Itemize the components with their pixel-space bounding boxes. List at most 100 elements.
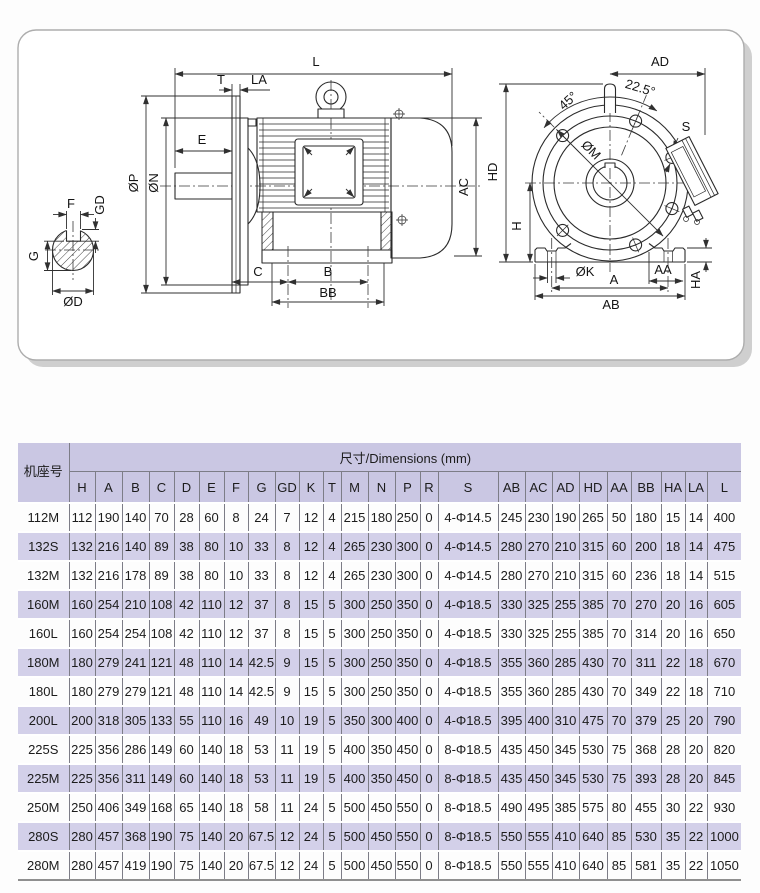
dim-label-AC: AC: [456, 178, 471, 196]
table-cell-AA: 80: [606, 792, 631, 822]
table-cell-BB: 530: [630, 821, 661, 851]
table-cell-AC: 555: [524, 850, 552, 880]
column-header-T: T: [322, 471, 341, 504]
table-cell-GD: 8: [274, 589, 299, 619]
table-cell-T: 4: [322, 531, 341, 561]
frame-number-cell: 200L: [18, 705, 69, 735]
table-cell-AD: 410: [551, 821, 579, 851]
table-cell-A: 190: [94, 502, 122, 532]
table-cell-A: 406: [94, 792, 122, 822]
table-cell-L: 790: [706, 705, 742, 735]
table-cell-HD: 265: [578, 502, 607, 532]
table-cell-E: 80: [198, 531, 224, 561]
frame-number-cell: 180M: [18, 647, 69, 677]
table-cell-HA: 20: [660, 618, 685, 648]
table-cell-HD: 385: [578, 589, 607, 619]
table-cell-K: 12: [298, 560, 323, 590]
table-cell-G: 53: [247, 763, 275, 793]
table-cell-G: 42.5: [247, 647, 275, 677]
table-cell-S: 4-Φ18.5: [437, 618, 498, 648]
table-cell-R: 0: [419, 676, 438, 706]
table-cell-M: 500: [340, 821, 368, 851]
table-cell-LA: 22: [684, 821, 707, 851]
table-cell-F: 12: [223, 618, 248, 648]
table-cell-B: 254: [121, 618, 149, 648]
table-cell-LA: 22: [684, 850, 707, 880]
table-cell-S: 8-Φ18.5: [437, 792, 498, 822]
table-cell-K: 12: [298, 531, 323, 561]
dim-label-LA: LA: [251, 72, 267, 87]
table-cell-C: 168: [148, 792, 174, 822]
table-cell-B: 178: [121, 560, 149, 590]
table-cell-C: 70: [148, 502, 174, 532]
table-cell-M: 215: [340, 502, 368, 532]
column-header-M: M: [340, 471, 368, 504]
table-cell-F: 20: [223, 850, 248, 880]
dim-label-B: B: [324, 264, 333, 279]
table-cell-P: 450: [394, 734, 420, 764]
table-cell-R: 0: [419, 763, 438, 793]
table-cell-D: 65: [173, 792, 199, 822]
table-cell-E: 140: [198, 792, 224, 822]
frame-number-cell: 280S: [18, 821, 69, 851]
table-cell-D: 75: [173, 850, 199, 880]
column-header-A: A: [94, 471, 122, 504]
table-cell-GD: 7: [274, 502, 299, 532]
table-cell-E: 140: [198, 763, 224, 793]
table-cell-AB: 355: [497, 647, 525, 677]
dim-label-OP: ØP: [126, 174, 141, 193]
table-cell-LA: 18: [684, 676, 707, 706]
table-cell-N: 250: [367, 676, 395, 706]
table-cell-M: 265: [340, 531, 368, 561]
table-cell-K: 15: [298, 647, 323, 677]
table-cell-M: 300: [340, 618, 368, 648]
table-cell-L: 515: [706, 560, 742, 590]
table-cell-AB: 550: [497, 821, 525, 851]
table-cell-P: 550: [394, 850, 420, 880]
table-cell-R: 0: [419, 821, 438, 851]
table-cell-M: 300: [340, 589, 368, 619]
column-header-H: H: [68, 471, 95, 504]
table-cell-BB: 368: [630, 734, 661, 764]
table-cell-L: 670: [706, 647, 742, 677]
table-cell-GD: 10: [274, 705, 299, 735]
table-cell-AD: 345: [551, 734, 579, 764]
table-cell-T: 5: [322, 618, 341, 648]
table-cell-A: 216: [94, 560, 122, 590]
table-cell-HA: 20: [660, 589, 685, 619]
table-cell-T: 5: [322, 705, 341, 735]
table-cell-L: 710: [706, 676, 742, 706]
table-cell-G: 37: [247, 589, 275, 619]
table-cell-N: 250: [367, 618, 395, 648]
table-cell-H: 280: [68, 821, 95, 851]
table-cell-AB: 330: [497, 589, 525, 619]
table-cell-AD: 285: [551, 647, 579, 677]
table-cell-AB: 355: [497, 676, 525, 706]
table-cell-HD: 430: [578, 647, 607, 677]
table-cell-GD: 12: [274, 821, 299, 851]
table-cell-AB: 330: [497, 618, 525, 648]
frame-number-cell: 132M: [18, 560, 69, 590]
table-cell-K: 19: [298, 734, 323, 764]
table-cell-LA: 22: [684, 792, 707, 822]
shaft-section-view: F GD G ØD: [26, 195, 107, 309]
table-cell-K: 15: [298, 676, 323, 706]
table-cell-M: 265: [340, 560, 368, 590]
top-lug: [603, 83, 617, 113]
table-cell-H: 112: [68, 502, 95, 532]
table-cell-HA: 30: [660, 792, 685, 822]
table-cell-R: 0: [419, 531, 438, 561]
table-cell-AD: 285: [551, 676, 579, 706]
table-cell-N: 250: [367, 647, 395, 677]
dim-label-G: G: [26, 251, 41, 261]
table-cell-GD: 9: [274, 647, 299, 677]
table-cell-R: 0: [419, 734, 438, 764]
table-header-row-1: 机座号 尺寸/Dimensions (mm): [18, 443, 742, 503]
table-cell-D: 75: [173, 821, 199, 851]
table-cell-K: 19: [298, 763, 323, 793]
table-cell-L: 475: [706, 531, 742, 561]
table-cell-B: 241: [121, 647, 149, 677]
table-cell-L: 650: [706, 618, 742, 648]
